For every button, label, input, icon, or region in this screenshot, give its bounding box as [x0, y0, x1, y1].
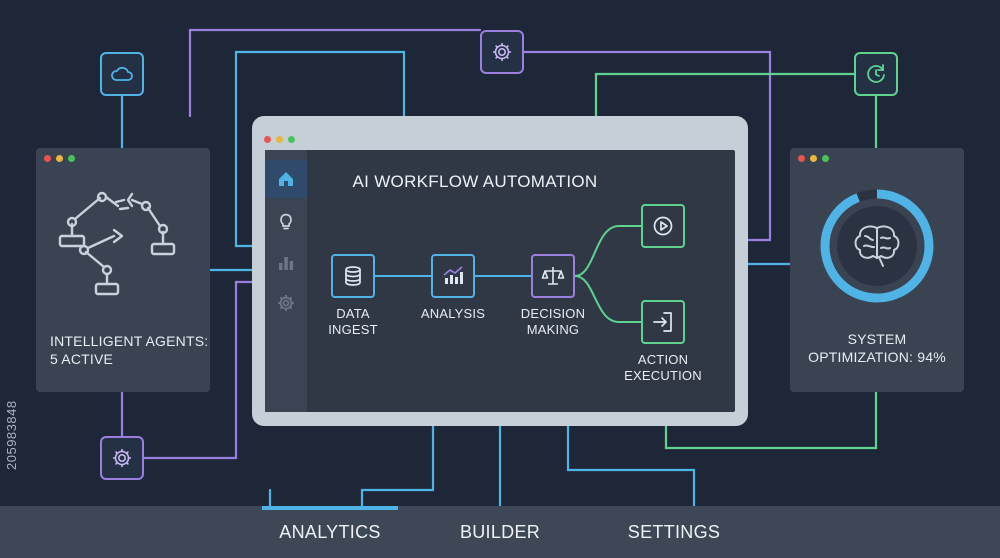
action-execution-step[interactable]: [641, 300, 685, 344]
exit-door-icon: [653, 312, 672, 332]
tab-settings[interactable]: SETTINGS: [627, 521, 721, 542]
main-window: AI WORKFLOW AUTOMATION: [252, 116, 748, 426]
optimization-label-line1: SYSTEM: [847, 331, 907, 347]
lightbulb-icon: [280, 213, 292, 230]
sidebar-item-settings[interactable]: [265, 284, 307, 322]
brain-icon: [854, 225, 900, 267]
robot-arms-icon: [58, 191, 176, 296]
execute-step[interactable]: [641, 204, 685, 248]
agents-label-line2: 5 ACTIVE: [50, 351, 114, 367]
tab-builder[interactable]: BUILDER: [459, 521, 541, 542]
data-ingest-label-line2: INGEST: [328, 322, 378, 337]
agents-panel: INTELLIGENT AGENTS: 5 ACTIVE: [36, 148, 210, 392]
workflow-title: AI WORKFLOW AUTOMATION: [352, 172, 598, 191]
cloud-node[interactable]: [100, 52, 144, 96]
decision-making-step[interactable]: [531, 254, 575, 298]
sidebar-item-ideas[interactable]: [265, 202, 307, 240]
window-controls: [798, 155, 829, 162]
decision-making-label-line2: MAKING: [526, 322, 580, 337]
data-ingest-step[interactable]: [331, 254, 375, 298]
gear-icon: [113, 449, 131, 467]
maximize-dot[interactable]: [822, 155, 829, 162]
sidebar-item-home[interactable]: [265, 160, 307, 198]
active-tab-indicator: [262, 506, 398, 510]
play-icon: [653, 216, 673, 236]
tab-analytics[interactable]: ANALYTICS: [279, 521, 381, 542]
main-content: AI WORKFLOW AUTOMATION: [265, 150, 735, 412]
minimize-dot[interactable]: [276, 136, 283, 143]
decision-making-label: DECISION MAKING: [513, 306, 593, 338]
action-execution-label-line1: ACTION: [637, 352, 689, 367]
settings-top-node[interactable]: [480, 30, 524, 74]
main-sidebar: [265, 150, 307, 412]
clock-refresh-icon: [867, 64, 885, 83]
data-ingest-label-line1: DATA: [336, 306, 370, 321]
data-ingest-label: DATA INGEST: [323, 306, 383, 338]
workflow-connectors: [375, 225, 641, 323]
home-icon: [279, 172, 293, 186]
agents-label-line1: INTELLIGENT AGENTS:: [50, 333, 209, 349]
minimize-dot[interactable]: [56, 155, 63, 162]
settings-bottom-node[interactable]: [100, 436, 144, 480]
action-execution-label-line2: EXECUTION: [624, 368, 702, 383]
bottom-nav: ANALYTICS BUILDER SETTINGS: [0, 506, 1000, 558]
optimization-label: SYSTEM OPTIMIZATION: 94%: [790, 330, 964, 366]
gear-icon: [278, 295, 294, 311]
sidebar-item-analytics[interactable]: [265, 244, 307, 282]
chart-trend-icon: [443, 266, 463, 284]
sync-node[interactable]: [854, 52, 898, 96]
close-dot[interactable]: [264, 136, 271, 143]
action-execution-label: ACTION EXECUTION: [621, 352, 705, 384]
maximize-dot[interactable]: [288, 136, 295, 143]
analysis-step[interactable]: [431, 254, 475, 298]
optimization-gauge: [820, 189, 934, 303]
window-controls: [44, 155, 75, 162]
gear-icon: [493, 43, 511, 61]
watermark-id: 205983848: [4, 400, 19, 470]
minimize-dot[interactable]: [810, 155, 817, 162]
decision-making-label-line1: DECISION: [520, 306, 586, 321]
window-controls: [264, 136, 295, 143]
bar-chart-icon: [279, 257, 294, 270]
scales-icon: [541, 267, 565, 285]
maximize-dot[interactable]: [68, 155, 75, 162]
agents-label: INTELLIGENT AGENTS: 5 ACTIVE: [50, 332, 208, 368]
optimization-label-line2: OPTIMIZATION: 94%: [808, 349, 946, 365]
gauge-progress-arc: [820, 189, 934, 303]
close-dot[interactable]: [44, 155, 51, 162]
cloud-icon: [111, 66, 133, 81]
analysis-label-line1: ANALYSIS: [420, 306, 486, 321]
analysis-label: ANALYSIS: [413, 306, 493, 322]
database-icon: [345, 266, 361, 286]
optimization-panel: SYSTEM OPTIMIZATION: 94%: [790, 148, 964, 392]
close-dot[interactable]: [798, 155, 805, 162]
